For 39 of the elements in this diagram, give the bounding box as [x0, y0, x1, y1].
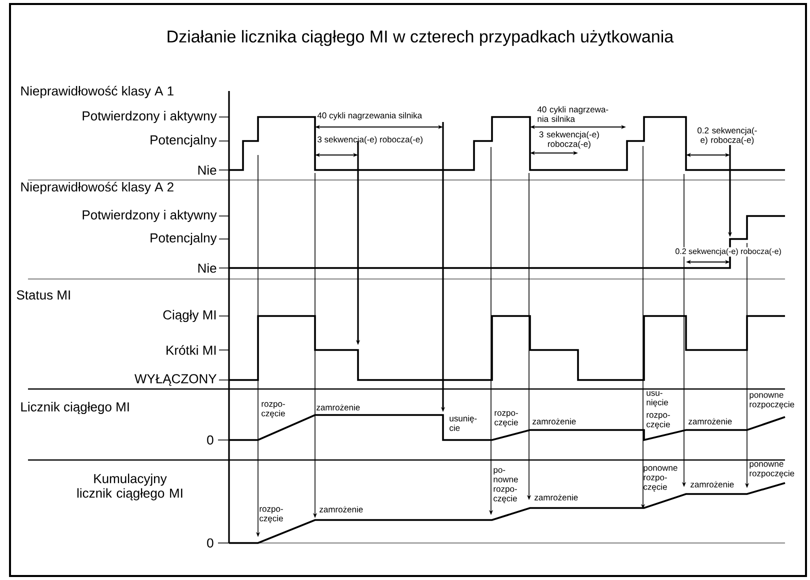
duration-label: 40 cykli nagrzewania silnika: [317, 112, 422, 120]
event-label: rozpo- częcie: [494, 411, 518, 428]
level-label: Potencjalny: [150, 134, 217, 148]
duration-label: 3 sekwencja(-e) robocza(-e): [318, 136, 422, 144]
row-heading: Kumulacyjny licznik ciągłego MI: [77, 474, 182, 500]
event-label: rozpo- częcie: [262, 402, 285, 418]
row-heading: Licznik ciągłego MI: [21, 402, 129, 414]
event-label: zamrożenie: [532, 418, 576, 424]
event-label: zamrożenie: [320, 506, 363, 512]
level-label: Potwierdzony i aktywny: [82, 110, 217, 124]
event-label: zamrożenie: [690, 481, 734, 488]
event-label: usunię- cie: [450, 415, 477, 431]
zero-label: 0: [207, 435, 214, 445]
event-label: rozpo- częcie: [260, 507, 283, 524]
level-label: Nie: [198, 263, 216, 273]
event-label: zamrożenie: [688, 418, 732, 424]
duration-label: 3 sekwencja(-e) robocza(-e): [539, 131, 599, 149]
event-label: ponowne rozpo- częcie: [644, 466, 678, 492]
row-heading: Nieprawidłowość klasy A 1: [21, 86, 174, 98]
event-label: ponowne rozpoczęcie: [750, 393, 794, 410]
level-label: Potencjalny: [150, 232, 217, 246]
duration-label: 40 cykli nagrzewa- nia silnika: [537, 106, 608, 122]
row-heading: Nieprawidłowość klasy A 2: [21, 182, 174, 194]
event-label: zamrożenie: [316, 404, 360, 410]
event-label: usu- nięcie: [646, 391, 668, 408]
level-label: Nie: [198, 165, 216, 175]
duration-label: 0.2 sekwencja(-e) robocza(-e): [674, 247, 782, 257]
row-heading: Status MI: [16, 290, 70, 300]
level-label: Ciągły MI: [163, 310, 216, 322]
zero-label: 0: [207, 538, 214, 548]
level-label: Krótki MI: [166, 345, 216, 355]
event-label: ponowne rozpoczęcie: [750, 462, 794, 478]
event-label: zamrożenie: [534, 494, 578, 500]
diagram-title: Działanie licznika ciągłego MI w czterech przypadkach użytkowania: [168, 30, 674, 46]
event-label: rozpo- częcie: [646, 413, 670, 430]
duration-label: 0.2 sekwencja(-e) robocza(-e): [698, 127, 757, 145]
level-label: WYŁĄCZONY: [134, 374, 217, 386]
event-label: po- nowne rozpo- częcie: [494, 468, 518, 504]
level-label: Potwierdzony i aktywny: [82, 210, 217, 222]
